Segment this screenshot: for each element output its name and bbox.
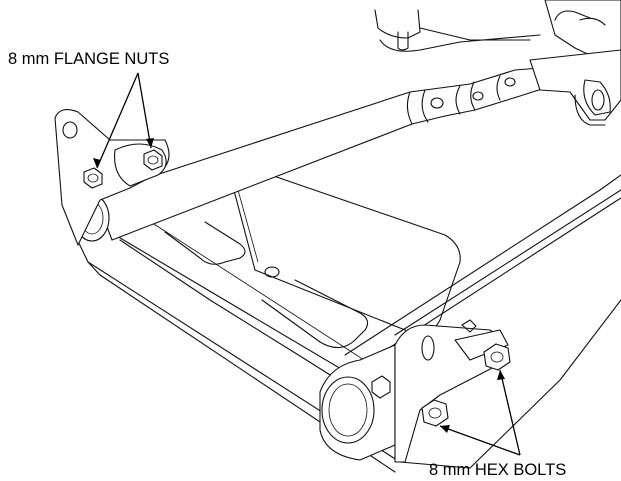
hex-bolts-label: 8 mm HEX BOLTS: [429, 461, 566, 479]
center-plate: [231, 170, 461, 334]
right-bracket: [319, 319, 511, 463]
hex-bolts-leaders: [439, 369, 521, 456]
left-bracket: [54, 109, 170, 246]
frame-hole: [264, 266, 280, 278]
upper-mount: [374, 9, 541, 52]
flange-nuts-label: 8 mm FLANGE NUTS: [8, 50, 169, 68]
hitch-assembly: [529, 0, 621, 126]
frame-base-plate: [74, 214, 621, 473]
hex-bolt-2: [483, 343, 511, 371]
hex-bolt-1: [421, 399, 449, 427]
flange-nuts-leaders: [93, 72, 154, 169]
flange-nut-2: [143, 149, 163, 171]
side-rail: [344, 174, 621, 371]
flange-nut-1: [83, 167, 103, 189]
frame-slots: [164, 221, 369, 349]
